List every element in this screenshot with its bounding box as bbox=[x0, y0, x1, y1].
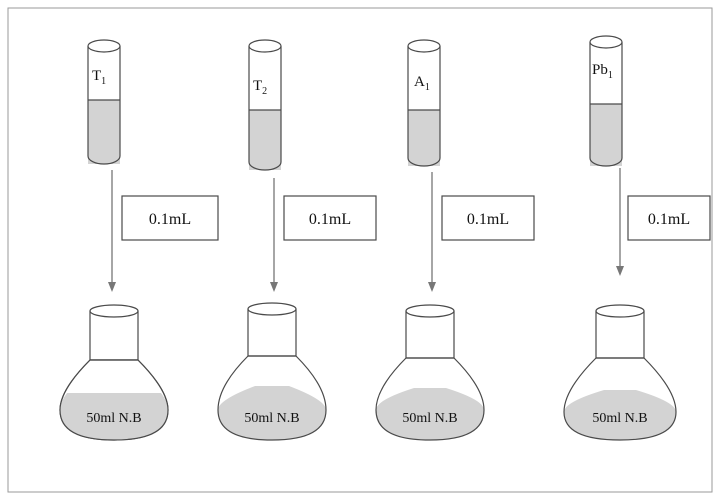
flask-label: 50ml N.B bbox=[592, 411, 647, 426]
tube-label: T2 bbox=[253, 78, 267, 97]
volume-label: 0.1mL bbox=[648, 211, 690, 228]
flask-label: 50ml N.B bbox=[402, 411, 457, 426]
erlenmeyer-flask bbox=[59, 304, 169, 441]
flask-label: 50ml N.B bbox=[244, 411, 299, 426]
tube-label: A1 bbox=[414, 74, 430, 93]
sample-column-3: A1 0.1mL 50ml N.B bbox=[375, 39, 535, 441]
sample-column-1: T1 0.1mL 50ml N.B bbox=[59, 39, 219, 441]
flask-label: 50ml N.B bbox=[86, 411, 141, 426]
volume-label: 0.1mL bbox=[149, 211, 191, 228]
transfer-arrow-head bbox=[428, 282, 436, 292]
sample-column-2: T2 0.1mL 50ml N.B bbox=[217, 39, 377, 441]
volume-box bbox=[441, 195, 535, 241]
test-tube bbox=[248, 39, 282, 171]
test-tube bbox=[407, 39, 441, 167]
sample-column-4: Pb1 0.1mL 50ml N.B bbox=[563, 35, 711, 441]
erlenmeyer-flask bbox=[375, 304, 485, 441]
transfer-arrow-head bbox=[616, 266, 624, 276]
erlenmeyer-flask bbox=[563, 304, 677, 441]
tube-label: Pb1 bbox=[592, 62, 613, 81]
erlenmeyer-flask bbox=[217, 302, 327, 441]
volume-label: 0.1mL bbox=[309, 211, 351, 228]
tube-label: T1 bbox=[92, 68, 106, 87]
transfer-arrow-head bbox=[108, 282, 116, 292]
transfer-arrow-head bbox=[270, 282, 278, 292]
test-tube bbox=[589, 35, 623, 167]
volume-box bbox=[121, 195, 219, 241]
volume-box bbox=[283, 195, 377, 241]
volume-label: 0.1mL bbox=[467, 211, 509, 228]
volume-box bbox=[627, 195, 711, 241]
test-tube bbox=[87, 39, 121, 165]
